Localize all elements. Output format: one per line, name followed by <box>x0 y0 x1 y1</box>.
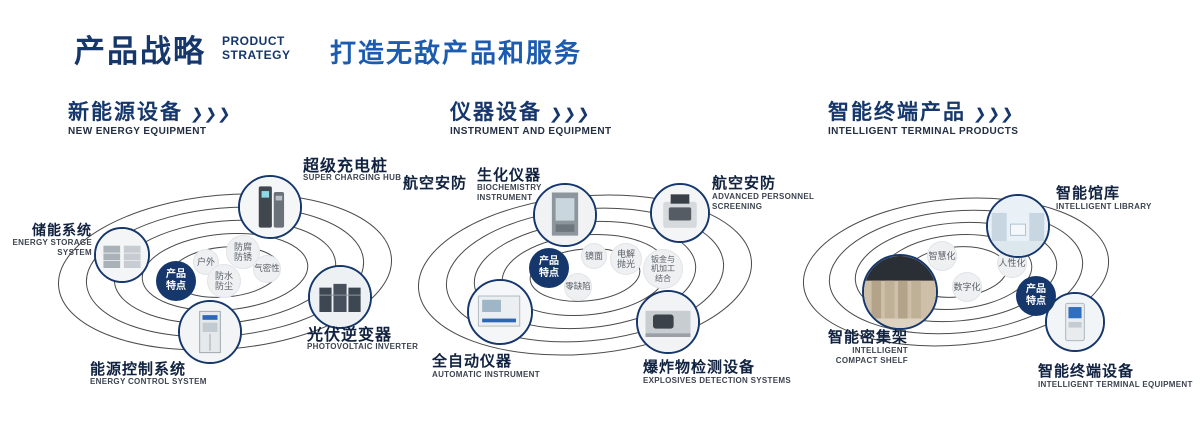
product-circle-super-charging-hub <box>238 175 302 239</box>
slogan: 打造无敌产品和服务 <box>330 38 583 68</box>
product-label: 能源控制系统 <box>90 361 187 378</box>
product-label-en: AUTOMATIC INSTRUMENT <box>432 370 540 379</box>
feature-bubble: 镜面 <box>581 243 607 269</box>
product-label-en: ADVANCED PERSONNEL SCREENING <box>712 192 815 212</box>
intelligent-library-photo <box>988 196 1048 256</box>
product-label: 生化仪器 <box>477 167 542 184</box>
badge-product-features: 产品特点 <box>1016 276 1056 316</box>
badge-product-features: 产品特点 <box>156 261 196 301</box>
personnel-screening-photo <box>652 185 708 241</box>
product-label: 航空安防 <box>712 175 777 192</box>
feature-bubble: 防水防尘 <box>207 264 241 298</box>
page-title-en: PRODUCT STRATEGY <box>222 34 291 63</box>
energy-storage-photo <box>96 229 148 281</box>
page-title-en-line2: STRATEGY <box>222 47 291 62</box>
product-label: 超级充电桩 <box>303 158 389 175</box>
product-label-en: BIOCHEMISTRY INSTRUMENT <box>477 183 542 203</box>
section-title-new-energy: 新能源设备❯❯❯ <box>68 101 233 124</box>
product-label-en: EXPLOSIVES DETECTION SYSTEMS <box>643 376 791 385</box>
super-charging-hub-photo <box>240 177 300 237</box>
energy-control-photo <box>180 302 240 362</box>
biochemistry-photo <box>535 185 595 245</box>
feature-bubble: 钣金与机加工结合 <box>643 249 683 289</box>
feature-bubble: 气密性 <box>253 255 281 283</box>
product-circle-explosives-detection <box>636 290 700 354</box>
product-label: 智能终端设备 <box>1038 363 1135 380</box>
product-label: 爆炸物检测设备 <box>643 359 756 376</box>
product-circle-biochemistry <box>533 183 597 247</box>
page-title-en-line1: PRODUCT <box>222 34 285 48</box>
chevrons-icon: ❯❯❯ <box>189 106 233 123</box>
chevrons-icon: ❯❯❯ <box>548 106 592 123</box>
automatic-instrument-photo <box>469 281 531 343</box>
section-title-instrument: 仪器设备❯❯❯ <box>450 101 592 124</box>
photovoltaic-inverter-photo <box>310 267 370 327</box>
section-subtitle-new-energy: NEW ENERGY EQUIPMENT <box>68 126 207 137</box>
product-label-en: INTELLIGENT COMPACT SHELF <box>835 346 908 366</box>
product-label: 光伏逆变器 <box>307 327 393 344</box>
compact-shelf-photo <box>864 256 936 328</box>
product-circle-compact-shelf <box>862 254 938 330</box>
page-title: 产品战略 <box>74 34 206 69</box>
product-circle-personnel-screening <box>650 183 710 243</box>
product-circle-photovoltaic-inverter <box>308 265 372 329</box>
product-label-en: ENERGY CONTROL SYSTEM <box>90 377 207 386</box>
product-circle-energy-storage <box>94 227 150 283</box>
product-circle-automatic-instrument <box>467 279 533 345</box>
product-label-en: ENERGY STORAGE SYSTEM <box>12 238 92 258</box>
product-circle-intelligent-library <box>986 194 1050 258</box>
badge-product-features: 产品特点 <box>529 248 569 288</box>
chevrons-icon: ❯❯❯ <box>972 106 1016 123</box>
feature-bubble: 智慧化 <box>927 241 957 271</box>
product-label-en: INTELLIGENT LIBRARY <box>1056 202 1152 211</box>
product-label: 全自动仪器 <box>432 353 513 370</box>
terminal-equipment-photo <box>1047 294 1103 350</box>
product-label: 智能馆库 <box>1056 185 1121 202</box>
product-label-en: INTELLIGENT TERMINAL EQUIPMENT <box>1038 380 1193 389</box>
feature-bubble: 数字化 <box>952 272 982 302</box>
product-circle-energy-control <box>178 300 242 364</box>
product-label: 智能密集架 <box>828 329 909 346</box>
section-subtitle-intelligent-terminal: INTELLIGENT TERMINAL PRODUCTS <box>828 126 1019 137</box>
feature-bubble: 电解抛光 <box>610 243 642 275</box>
product-label-en: PHOTOVOLTAIC INVERTER <box>307 342 419 351</box>
section-subtitle-instrument: INSTRUMENT AND EQUIPMENT <box>450 126 612 137</box>
product-label: 航空安防 <box>403 175 468 192</box>
explosives-detection-photo <box>638 292 698 352</box>
product-label-en: SUPER CHARGING HUB <box>303 173 402 182</box>
section-title-intelligent-terminal: 智能终端产品❯❯❯ <box>828 101 1016 124</box>
feature-bubble: 零缺陷 <box>564 273 592 301</box>
product-circle-terminal-equipment <box>1045 292 1105 352</box>
product-label: 储能系统 <box>32 222 92 238</box>
